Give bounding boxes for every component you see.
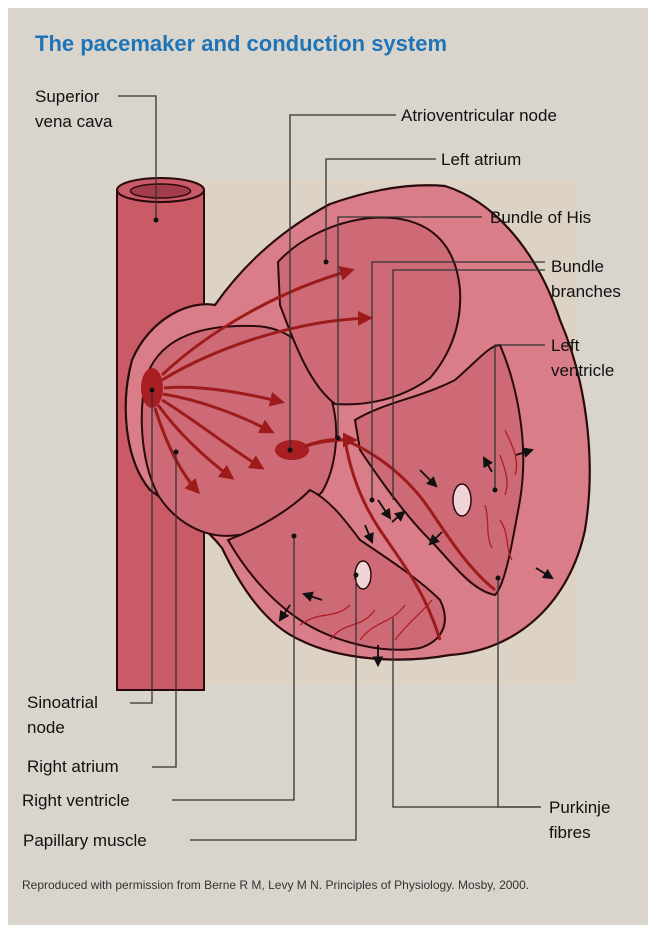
papillary-muscle-left	[453, 484, 471, 516]
label-bundle-of-his: Bundle of His	[490, 205, 591, 230]
label-left-ventricle: Left ventricle	[551, 333, 614, 383]
figure-title: The pacemaker and conduction system	[35, 31, 447, 57]
label-papillary-muscle: Papillary muscle	[23, 828, 147, 853]
label-right-ventricle: Right ventricle	[22, 788, 130, 813]
label-right-atrium: Right atrium	[27, 754, 119, 779]
label-sinoatrial-node: Sinoatrial node	[27, 690, 98, 740]
label-purkinje-fibres: Purkinje fibres	[549, 795, 610, 845]
source-credit: Reproduced with permission from Berne R …	[22, 878, 642, 893]
label-left-atrium: Left atrium	[441, 147, 521, 172]
label-atrioventricular-node: Atrioventricular node	[401, 103, 557, 128]
label-superior-vena-cava: Superior vena cava	[35, 84, 113, 134]
label-bundle-branches: Bundle branches	[551, 254, 621, 304]
